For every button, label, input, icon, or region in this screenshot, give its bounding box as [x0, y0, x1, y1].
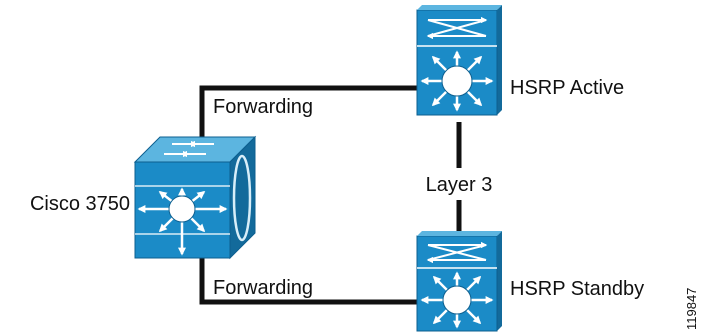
hsrp-standby-label: HSRP Standby	[510, 278, 644, 300]
link-label-forwarding-top: Forwarding	[213, 96, 313, 118]
link-label-layer3: Layer 3	[426, 174, 493, 196]
hsrp-active-label: HSRP Active	[510, 77, 624, 99]
hsrp-standby-switch-icon	[416, 231, 502, 332]
link-access-to-standby	[199, 255, 418, 305]
figure-id: 119847	[684, 288, 699, 330]
cisco-3750-label: Cisco 3750	[30, 193, 130, 215]
link-label-forwarding-bottom: Forwarding	[213, 277, 313, 299]
link-access-to-active	[199, 85, 418, 140]
cisco-3750-stack-switch-icon	[133, 135, 257, 260]
hsrp-active-switch-icon	[416, 5, 502, 116]
